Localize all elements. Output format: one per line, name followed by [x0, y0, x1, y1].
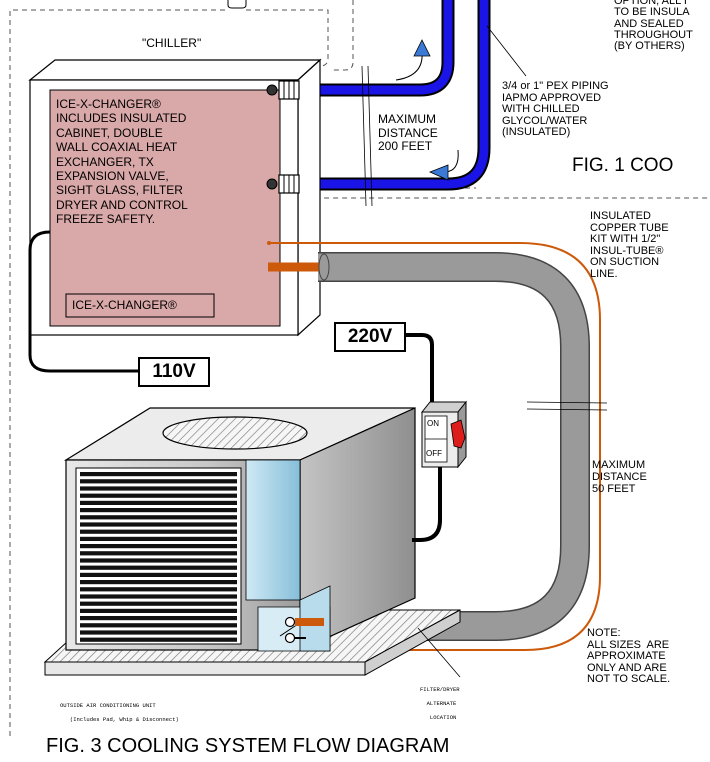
- filter-dryer-label: FILTER/DRYER ALTERNATE LOCATION: [420, 686, 460, 721]
- flow-direction-arrow-icon: [395, 39, 431, 81]
- condenser-louver: [80, 508, 237, 513]
- scale-note: NOTE: ALL SIZES ARE APPROXIMATE ONLY AND…: [587, 627, 671, 686]
- condenser-louver: [80, 536, 237, 541]
- condenser-fan-grille: [162, 416, 308, 450]
- flow-direction-arrow-icon: [428, 149, 459, 181]
- fig3-title: FIG. 3 COOLING SYSTEM FLOW DIAGRAM: [46, 735, 450, 757]
- fig1-title: FIG. 1 COO: [572, 155, 674, 176]
- condenser-louver: [80, 572, 237, 577]
- icexchanger-nameplate: ICE-X-CHANGER®: [72, 298, 177, 312]
- condenser-louver: [80, 472, 237, 477]
- outdoor-unit-label: OUTSIDE AIR CONDITIONING UNIT (Includes …: [60, 702, 179, 723]
- condenser-louver: [80, 616, 237, 621]
- condenser-louver: [80, 608, 237, 613]
- switch-off-label: OFF: [426, 449, 442, 458]
- pex-piping-note: 3/4 or 1" PEX PIPING IAPMO APPROVED WITH…: [502, 80, 609, 138]
- icexchanger-panel: [49, 89, 281, 327]
- switch-to-unit-wire: [412, 465, 442, 542]
- pex-note-leader: [486, 25, 527, 77]
- 110v-power-cord: [28, 230, 138, 373]
- condenser-louver: [80, 601, 237, 606]
- dashed-boundary-inner: [330, 0, 354, 71]
- condenser-louver: [80, 565, 237, 570]
- max-distance-lower: MAXIMUM DISTANCE 50 FEET: [592, 459, 647, 495]
- chiller-label: "CHILLER": [142, 36, 202, 50]
- condenser-louver: [80, 594, 237, 599]
- condenser-louver: [80, 637, 237, 642]
- condenser-louver: [80, 486, 237, 491]
- top-cut-mark: [227, 0, 247, 9]
- condenser-louver: [80, 551, 237, 556]
- 220v-power-wire: [406, 333, 434, 402]
- condenser-louver: [80, 515, 237, 520]
- condenser-louver: [80, 587, 237, 592]
- voltage-220-label: 220V: [334, 322, 406, 352]
- condenser-louver: [80, 529, 237, 534]
- option-note: OPTION, ALL I TO BE INSULA AND SEALED TH…: [614, 0, 693, 53]
- icexchanger-description: ICE-X-CHANGER® INCLUDES INSULATED CABINE…: [56, 97, 188, 227]
- condenser-louver: [80, 544, 237, 549]
- condenser-louver: [80, 623, 237, 628]
- pex-supply-pipe: [300, 0, 455, 97]
- dashed-boundary-top: [246, 9, 710, 199]
- chiller-cabinet: [28, 58, 322, 337]
- condenser-louver: [80, 522, 237, 527]
- condenser-louver: [80, 479, 237, 484]
- service-valve-icon: [279, 616, 324, 644]
- condenser-louver: [80, 493, 237, 498]
- pipe-fitting-icon: [266, 80, 300, 100]
- switch-on-label: ON: [427, 419, 439, 428]
- icexchanger-nameplate-box: [65, 293, 215, 318]
- filter-dryer-leader: [417, 627, 461, 678]
- max-distance-upper: MAXIMUM DISTANCE 200 FEET: [378, 112, 438, 153]
- condenser-louver: [80, 630, 237, 635]
- condenser-louver: [80, 580, 237, 585]
- unit-side-window: [245, 459, 301, 601]
- pipe-fitting-icon: [266, 174, 300, 194]
- disconnect-switch-icon: [420, 400, 468, 469]
- condenser-louver: [80, 500, 237, 505]
- condenser-louver: [80, 558, 237, 563]
- voltage-110-label: 110V: [138, 357, 210, 387]
- outdoor-ac-unit: [63, 407, 416, 652]
- copper-tube-note: INSULATED COPPER TUBE KIT WITH 1/2" INSU…: [590, 210, 669, 280]
